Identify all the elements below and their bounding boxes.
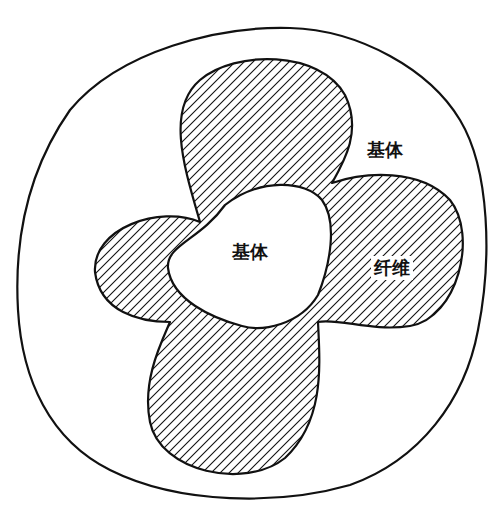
inner-matrix-region-border bbox=[168, 185, 331, 328]
region-label: 基体 bbox=[229, 240, 271, 264]
region-label: 基体 bbox=[364, 138, 406, 162]
region-label: 纤维 bbox=[371, 256, 413, 280]
fiber-cross-section-border bbox=[95, 59, 463, 474]
matrix-region-border bbox=[17, 28, 486, 499]
fiber-cross-section: 纤维 基体 bbox=[90, 45, 475, 495]
inner-matrix-region: 基体 bbox=[160, 170, 340, 340]
